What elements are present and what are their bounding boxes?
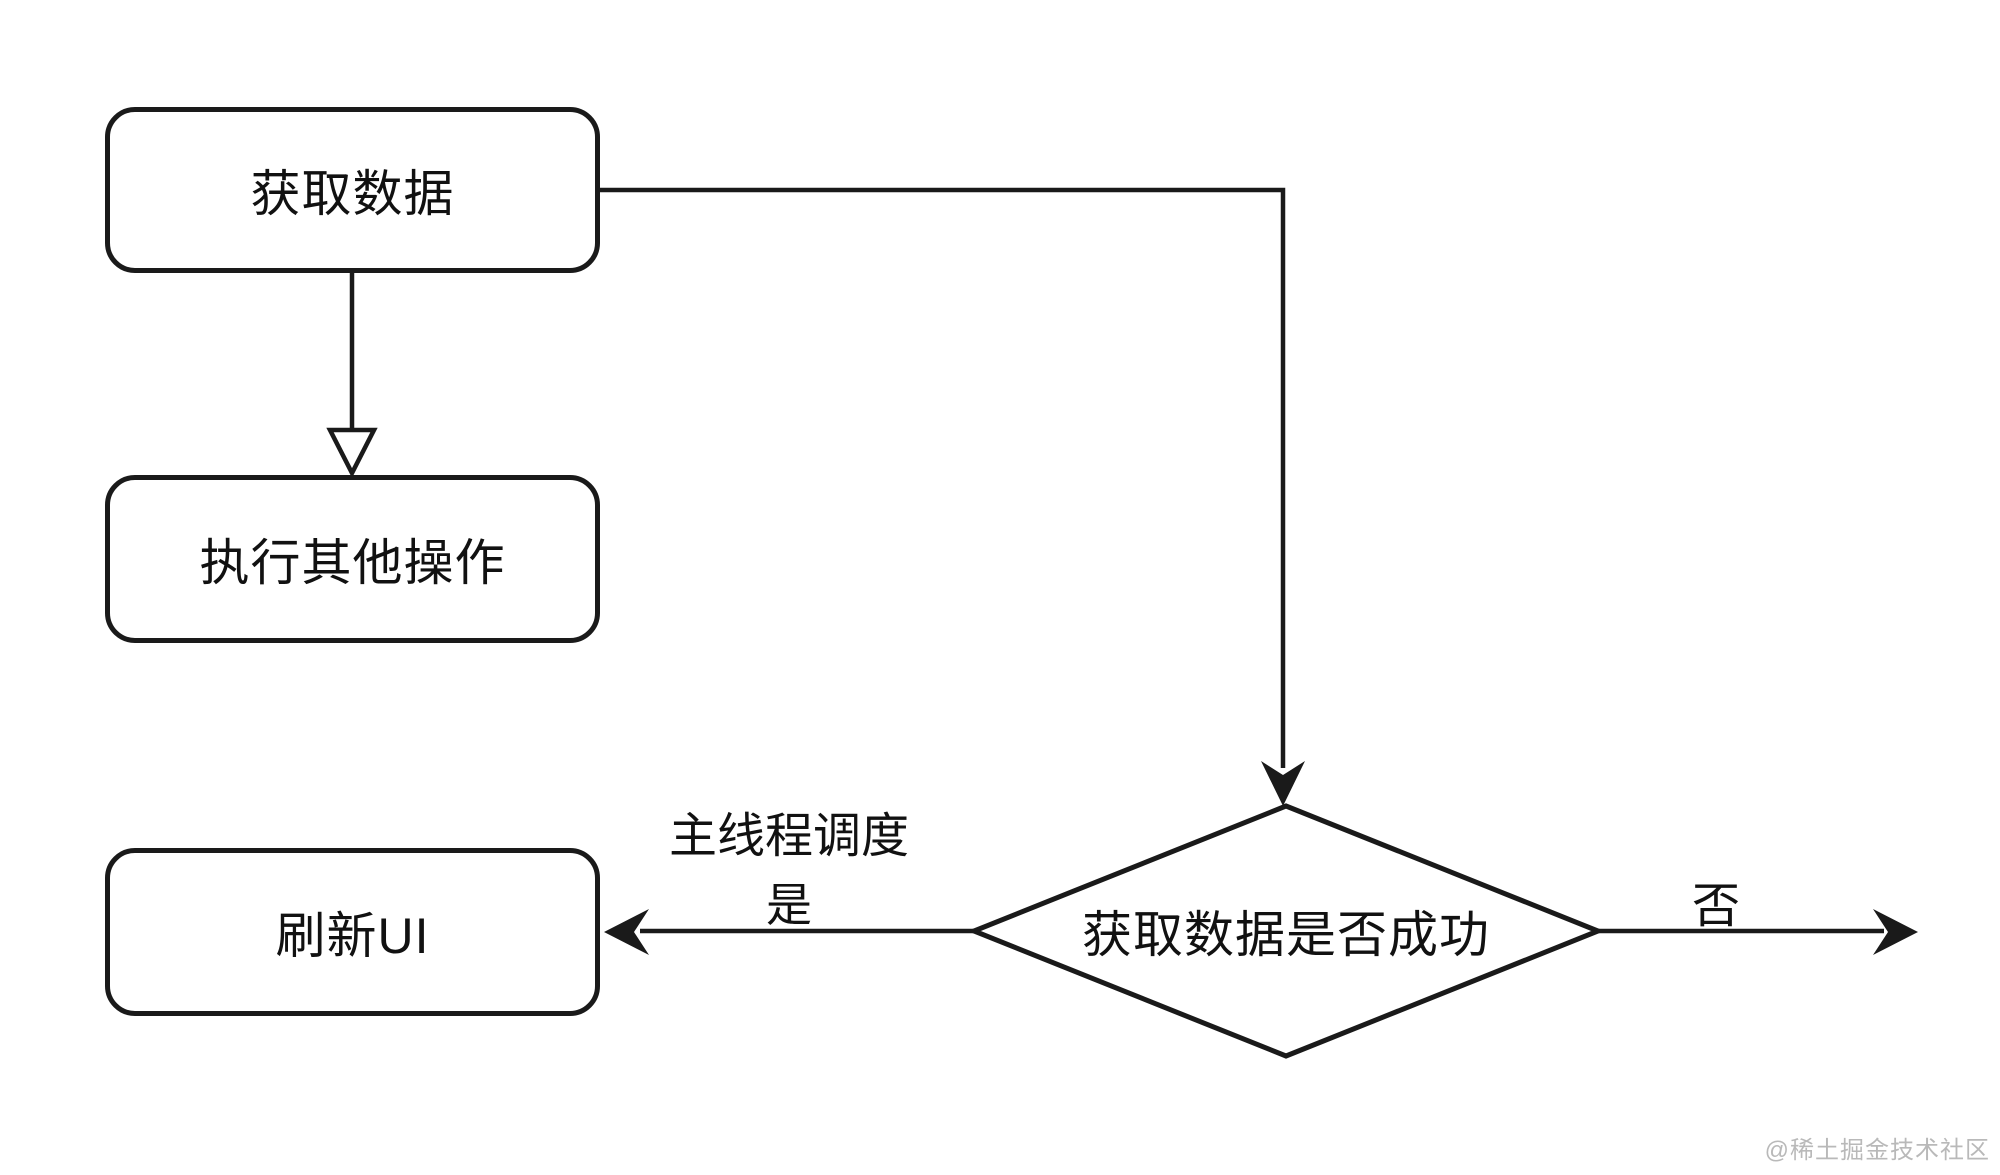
node-execute-other-label: 执行其他操作: [199, 535, 506, 591]
node-refresh-ui-label: 刷新UI: [275, 908, 430, 964]
edge-fetch-to-execute-hollow-arrowhead: [326, 427, 378, 478]
node-fetch-data-label: 获取数据: [250, 166, 455, 222]
node-fetch-data: 获取数据: [105, 107, 600, 273]
watermark-text: @稀土掘金技术社区: [1764, 1137, 1990, 1164]
node-execute-other: 执行其他操作: [105, 475, 600, 643]
edge-label-main-thread-dispatch: 主线程调度: [668, 810, 910, 863]
edge-label-yes: 是: [766, 879, 812, 931]
node-decision-diamond-shape: [967, 803, 1605, 1059]
edge-fetch-to-decision-line: [600, 187, 1286, 768]
edge-decision-no-arrowhead: [1873, 909, 1918, 955]
edge-decision-to-refresh-arrowhead: [604, 909, 649, 955]
edge-fetch-to-decision-arrowhead: [1261, 761, 1305, 806]
node-refresh-ui: 刷新UI: [105, 848, 600, 1016]
edge-label-no: 否: [1691, 880, 1741, 933]
